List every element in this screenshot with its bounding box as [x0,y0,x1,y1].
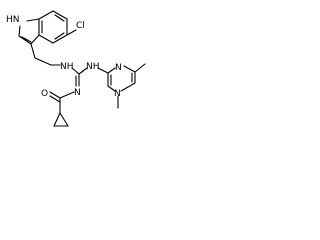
pyrimidine-n2-label: N [114,89,121,99]
amine-left-label: NH [60,62,74,72]
indole-pyrrole-ring [18,18,40,45]
chloro-bond [66,29,77,36]
carbonyl-o-label: O [41,89,48,99]
imine-n-label: N [74,88,81,98]
methyl-top [134,63,146,73]
molecule-diagram: HN Cl NH NH N O N N [6,10,146,127]
ethyl-linker [30,43,61,66]
pyrimidine-ring [97,65,136,92]
indole-benzene-ring [38,10,68,44]
cyclopropanecarbonyl-group [49,91,75,127]
amine-right-label: NH [86,62,100,72]
chloro-label: Cl [76,21,85,31]
indole-nh-label: HN [6,15,20,25]
pyrimidine-n1-label: N [115,63,122,73]
guanidine-core [71,67,88,87]
